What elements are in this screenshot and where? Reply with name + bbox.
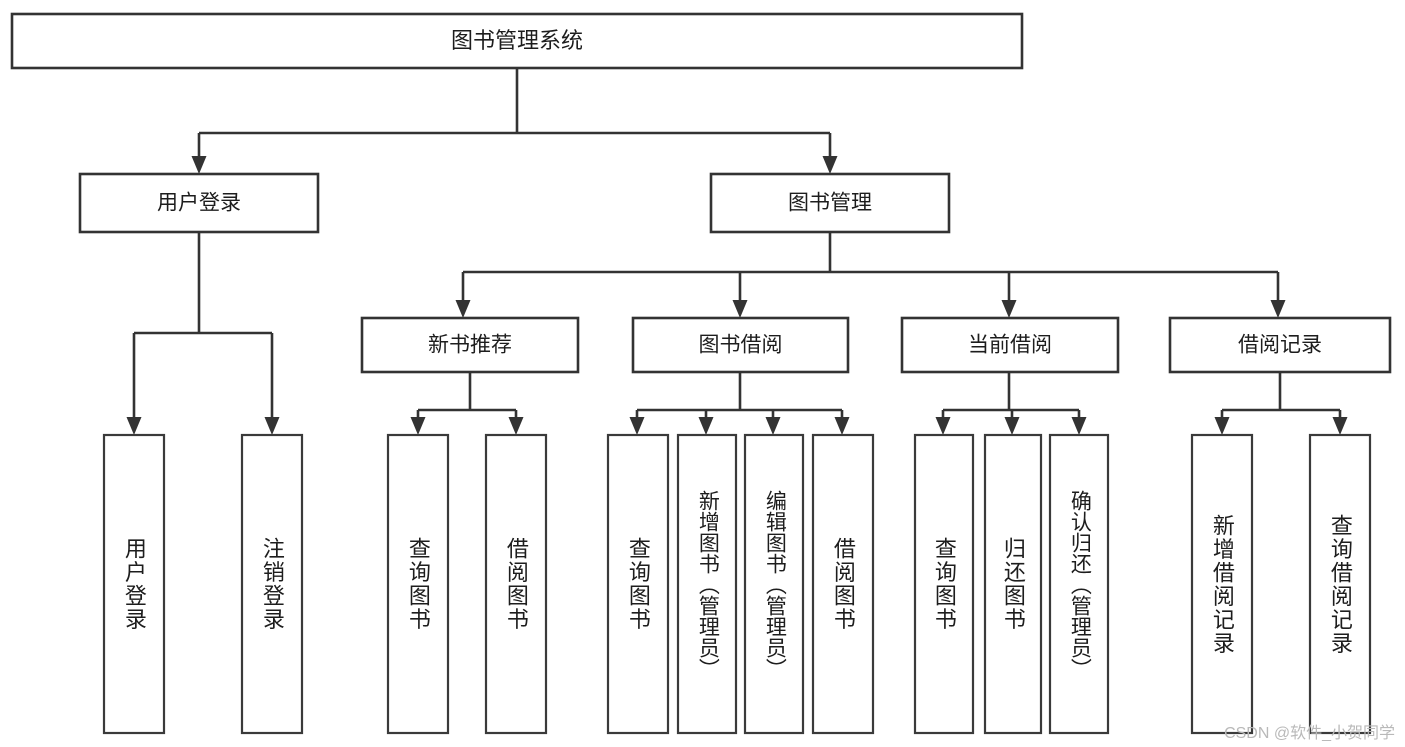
node-leaf-7[interactable] — [811, 433, 875, 735]
node-leaf-4[interactable] — [606, 433, 670, 735]
watermark: CSDN @软件_小贺同学 — [1224, 725, 1395, 742]
arrow-head-icon — [834, 417, 850, 435]
node-level3-1[interactable] — [631, 316, 850, 374]
arrow-head-icon — [629, 417, 645, 435]
arrow-head-icon — [1071, 417, 1087, 435]
arrow-head-icon — [264, 417, 280, 435]
node-level3-0[interactable] — [360, 316, 580, 374]
connector-layer — [126, 68, 1348, 435]
node-level2-0[interactable] — [78, 172, 320, 234]
node-leaf-10[interactable] — [1048, 433, 1110, 735]
node-leaf-6[interactable] — [743, 433, 805, 735]
arrow-head-icon — [1004, 417, 1020, 435]
node-level2-label-1: 图书管理 — [788, 192, 872, 215]
arrow-head-icon — [191, 156, 207, 174]
arrow-head-icon — [822, 156, 838, 174]
node-level2-1[interactable] — [709, 172, 951, 234]
node-leaf-12[interactable] — [1308, 433, 1372, 735]
arrow-head-icon — [410, 417, 426, 435]
node-root-label: 图书管理系统 — [451, 28, 583, 53]
node-level3-label-1: 图书借阅 — [699, 334, 783, 357]
node-level3-label-0: 新书推荐 — [428, 334, 512, 357]
arrow-head-icon — [1001, 300, 1017, 318]
node-leaf-8[interactable] — [913, 433, 975, 735]
arrow-head-icon — [765, 417, 781, 435]
node-level3-label-3: 借阅记录 — [1238, 334, 1322, 357]
arrow-head-icon — [732, 300, 748, 318]
node-leaf-0[interactable] — [102, 433, 166, 735]
arrow-head-icon — [698, 417, 714, 435]
node-leaf-1[interactable] — [240, 433, 304, 735]
node-leaf-5[interactable] — [676, 433, 738, 735]
arrow-head-icon — [1214, 417, 1230, 435]
node-level3-label-2: 当前借阅 — [968, 334, 1052, 357]
node-level3-3[interactable] — [1168, 316, 1392, 374]
arrow-head-icon — [1332, 417, 1348, 435]
node-leaf-9[interactable] — [983, 433, 1043, 735]
box-layer — [10, 12, 1392, 735]
node-level2-label-0: 用户登录 — [157, 192, 241, 215]
arrow-head-icon — [1270, 300, 1286, 318]
node-leaf-2[interactable] — [386, 433, 450, 735]
node-root[interactable] — [10, 12, 1024, 70]
node-leaf-3[interactable] — [484, 433, 548, 735]
arrow-head-icon — [935, 417, 951, 435]
arrow-head-icon — [508, 417, 524, 435]
node-leaf-11[interactable] — [1190, 433, 1254, 735]
arrow-head-icon — [455, 300, 471, 318]
arrow-head-icon — [126, 417, 142, 435]
node-level3-2[interactable] — [900, 316, 1120, 374]
